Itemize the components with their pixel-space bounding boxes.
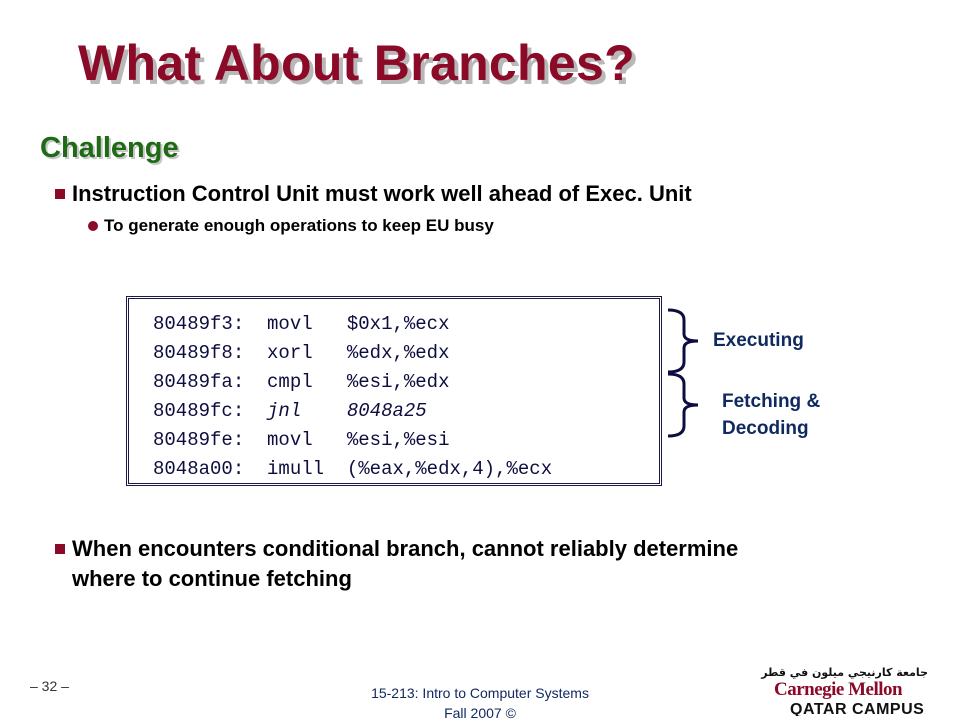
- fetching-brace-icon: [667, 372, 699, 438]
- code-line: 80489fc: jnl 8048a25: [153, 400, 427, 429]
- bullet-text-line1: When encounters conditional branch, cann…: [72, 536, 739, 561]
- executing-brace-icon: [667, 308, 699, 374]
- assembly-code-box: 80489f3: movl $0x1,%ecx 80489f8: xorl %e…: [126, 296, 662, 486]
- code-address: 80489f3:: [153, 313, 245, 335]
- cmu-qatar-logo: جامعة كارنيجي ميلون في قطر Carnegie Mell…: [760, 666, 928, 716]
- round-bullet-icon: [88, 221, 98, 231]
- code-operands: %edx,%edx: [346, 342, 450, 364]
- code-address: 8048a00:: [153, 458, 245, 480]
- code-operands: 8048a25: [346, 400, 427, 422]
- code-opcode: xorl: [267, 342, 313, 364]
- square-bullet-icon: [55, 544, 65, 554]
- sub-bullet-text: To generate enough operations to keep EU…: [104, 216, 494, 235]
- code-address: 80489fa:: [153, 371, 245, 393]
- code-line: 80489fa: cmpl %esi,%edx: [153, 371, 449, 400]
- code-operands: %esi,%edx: [346, 371, 450, 393]
- code-opcode: jnl: [267, 400, 302, 422]
- code-operands: (%eax,%edx,4),%ecx: [346, 458, 553, 480]
- fetching-label-line2: Decoding: [722, 418, 809, 439]
- term: Fall 2007 ©: [444, 705, 516, 721]
- course-name: 15-213: Intro to Computer Systems: [371, 685, 589, 701]
- slide-title: What About Branches?: [78, 35, 635, 91]
- section-heading: Challenge: [40, 132, 179, 164]
- code-opcode: imull: [267, 458, 325, 480]
- bullet-text: Instruction Control Unit must work well …: [72, 181, 692, 206]
- code-operands: %esi,%esi: [346, 429, 450, 451]
- code-address: 80489fe:: [153, 429, 245, 451]
- footer: 15-213: Intro to Computer Systems Fall 2…: [330, 683, 630, 723]
- code-line: 8048a00: imull (%eax,%edx,4),%ecx: [153, 458, 552, 487]
- code-opcode: movl: [267, 313, 313, 335]
- fetching-label: Fetching & Decoding: [722, 388, 820, 442]
- svg-text:جامعة كارنيجي ميلون في قطر: جامعة كارنيجي ميلون في قطر: [760, 666, 928, 679]
- fetching-label-line1: Fetching &: [722, 391, 821, 412]
- bullet-text: When encounters conditional branch, cann…: [72, 534, 738, 594]
- code-line: 80489f8: xorl %edx,%edx: [153, 342, 449, 371]
- code-opcode: cmpl: [267, 371, 313, 393]
- bullet-text-line2: where to continue fetching: [72, 566, 352, 591]
- code-line: 80489f3: movl $0x1,%ecx: [153, 313, 449, 342]
- svg-text:QATAR CAMPUS: QATAR CAMPUS: [790, 701, 924, 716]
- code-operands: $0x1,%ecx: [346, 313, 450, 335]
- square-bullet-icon: [55, 189, 65, 199]
- code-address: 80489f8:: [153, 342, 245, 364]
- code-address: 80489fc:: [153, 400, 245, 422]
- code-line: 80489fe: movl %esi,%esi: [153, 429, 449, 458]
- page-number: – 32 –: [30, 678, 69, 694]
- svg-text:Carnegie Mellon: Carnegie Mellon: [774, 679, 903, 700]
- code-opcode: movl: [267, 429, 313, 451]
- executing-label: Executing: [713, 330, 804, 351]
